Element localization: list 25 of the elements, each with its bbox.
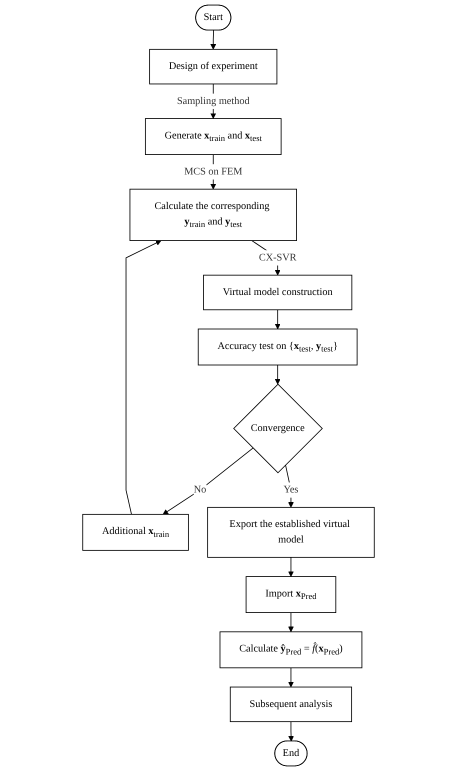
arrow xyxy=(274,309,280,330)
node-box: Calculate ŷ$_{Pred}$ = f̂(x$_{Pred}$) xyxy=(220,631,362,668)
arrow xyxy=(274,364,280,384)
edge-label: No xyxy=(194,484,206,496)
arrow xyxy=(210,30,216,50)
node-box: Export the established virtual model xyxy=(207,506,375,558)
arrow xyxy=(288,667,294,688)
edge-label: Yes xyxy=(283,484,298,496)
node-box: Design of experiment xyxy=(149,48,278,84)
edge-label: MCS on FEM xyxy=(184,166,242,177)
node-box: Calculate the corresponding y$_{train}$ and y$_{test}$ xyxy=(130,188,297,241)
edge-label: Sampling method xyxy=(176,95,250,106)
edge-label: CX-SVR xyxy=(258,252,296,263)
node-box: Accuracy test on {x$_{test}$, y$_{test}$} xyxy=(198,328,358,366)
node-box: Generate x$_{train}$ and x$_{test}$ xyxy=(144,118,282,155)
node-box: Import x$_{Pred}$ xyxy=(246,576,336,613)
arrow xyxy=(288,556,294,577)
node-box: Additional x$_{train}$ xyxy=(82,514,189,551)
arrow xyxy=(288,721,294,742)
arrow xyxy=(162,448,254,515)
node-box: Subsequent analysis xyxy=(230,686,352,722)
node-diamond: Convergence xyxy=(233,384,323,474)
arrow xyxy=(288,612,294,632)
arrow xyxy=(126,240,162,515)
node-box: Virtual model construction xyxy=(203,274,352,310)
